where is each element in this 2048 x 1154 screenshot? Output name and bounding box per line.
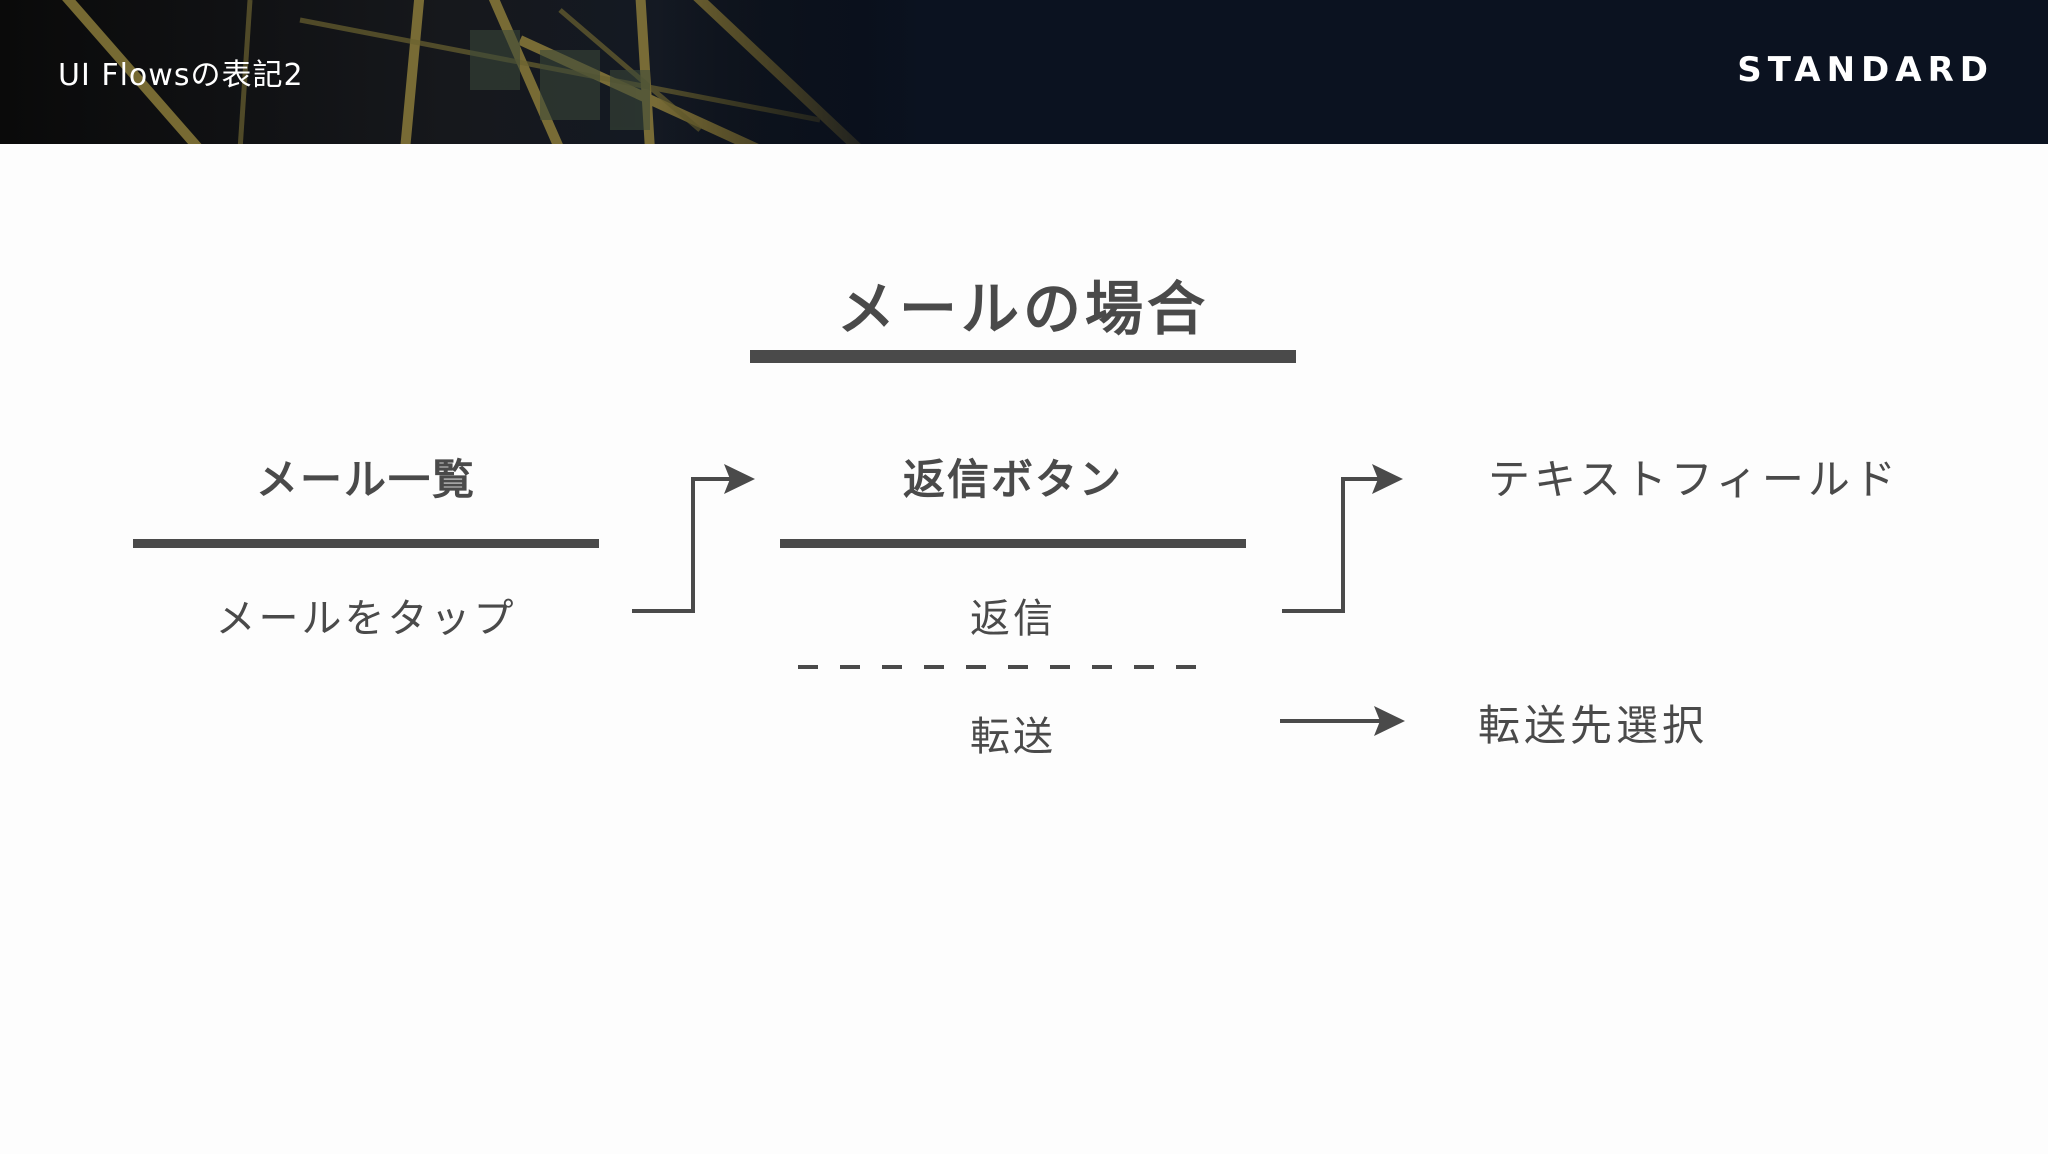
- column-title-reply-button: 返信ボタン: [902, 455, 1123, 504]
- diagram-title-underline: [750, 350, 1296, 363]
- connector-reply-to-text-field: [1282, 477, 1388, 613]
- destination-text-field: テキストフィールド: [1488, 455, 1900, 504]
- diagram-title: メールの場合: [836, 275, 1209, 343]
- header-title: UI Flowsの表記2: [58, 58, 304, 93]
- connector-tap-to-reply-button: [632, 477, 740, 613]
- arrowhead-2: [1372, 464, 1403, 494]
- arrowhead-3: [1374, 706, 1405, 736]
- brand-logo: STANDARD: [1737, 50, 1994, 90]
- column-rule-reply-button: [780, 539, 1246, 548]
- column-title-mail-list: メール一覧: [255, 455, 476, 504]
- item-tap-mail: メールをタップ: [215, 596, 517, 642]
- item-forward: 転送: [970, 714, 1056, 760]
- destination-forward-select: 転送先選択: [1478, 701, 1709, 750]
- header-background-photo: [0, 0, 2048, 144]
- column-rule-mail-list: [133, 539, 599, 548]
- arrowhead-1: [724, 464, 755, 494]
- header-banner: UI Flowsの表記2 STANDARD: [0, 0, 2048, 144]
- item-reply: 返信: [970, 596, 1056, 642]
